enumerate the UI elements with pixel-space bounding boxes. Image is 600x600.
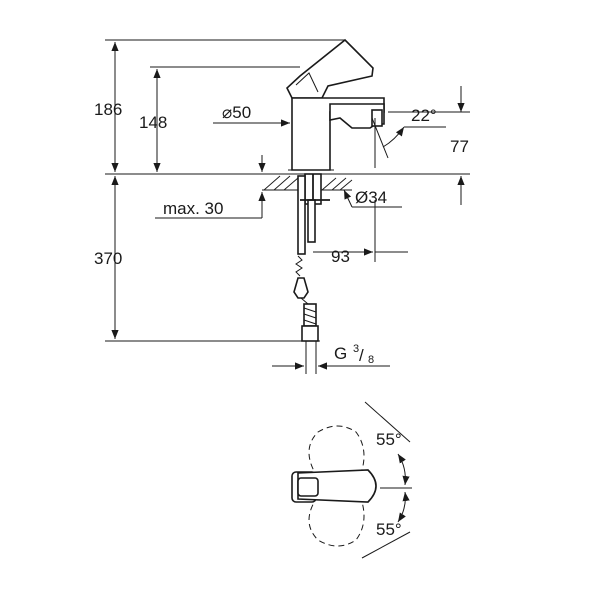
dim-leader-mount-hole [343,189,353,208]
dim-label-body-diameter: ⌀50 [222,103,251,122]
dim-label-370: 370 [94,249,122,268]
dim-label-lever-angle-top: 55° [376,430,402,449]
lever-position-left [308,425,365,479]
lever-radial-bottom [361,531,411,559]
dim-label-148: 148 [139,113,167,132]
top-view-cap [297,477,319,497]
dim-label-thread-prefix: G [334,344,347,363]
hose-left [297,175,306,255]
angle-arc-22 [382,126,405,148]
dim-label-mount-hole: Ø34 [355,188,387,207]
dim-label-186: 186 [94,100,122,119]
dim-label-thread-slash: / [359,346,364,365]
hose-break [295,255,303,277]
lever-radial-top [364,401,411,443]
dim-label-thread-numerator: 3 [353,343,359,355]
angle-arc-55-bottom [397,491,410,523]
dim-label-projection: 93 [331,247,350,266]
hose-nut [301,325,319,342]
hose-drop [300,297,309,305]
faucet-spout [329,103,385,129]
aerator [371,109,383,127]
hose-weight [293,277,309,299]
angle-arc-55-top [397,453,410,486]
dim-label-thread-denominator: 8 [368,354,374,366]
side-view: 186 148 370 ⌀50 22° 77 [94,38,470,374]
lever-detail [295,72,319,93]
lever-position-right [308,495,365,547]
dim-label-outlet-height: 77 [450,137,469,156]
top-view: 55° 55° [291,401,412,559]
dim-label-lever-angle-bottom: 55° [376,520,402,539]
hose-right [307,199,316,243]
lever-handle [286,38,374,99]
dim-label-deck-thickness: max. 30 [163,199,223,218]
hose-braid [303,307,317,325]
dim-label-spout-angle: 22° [411,106,437,125]
